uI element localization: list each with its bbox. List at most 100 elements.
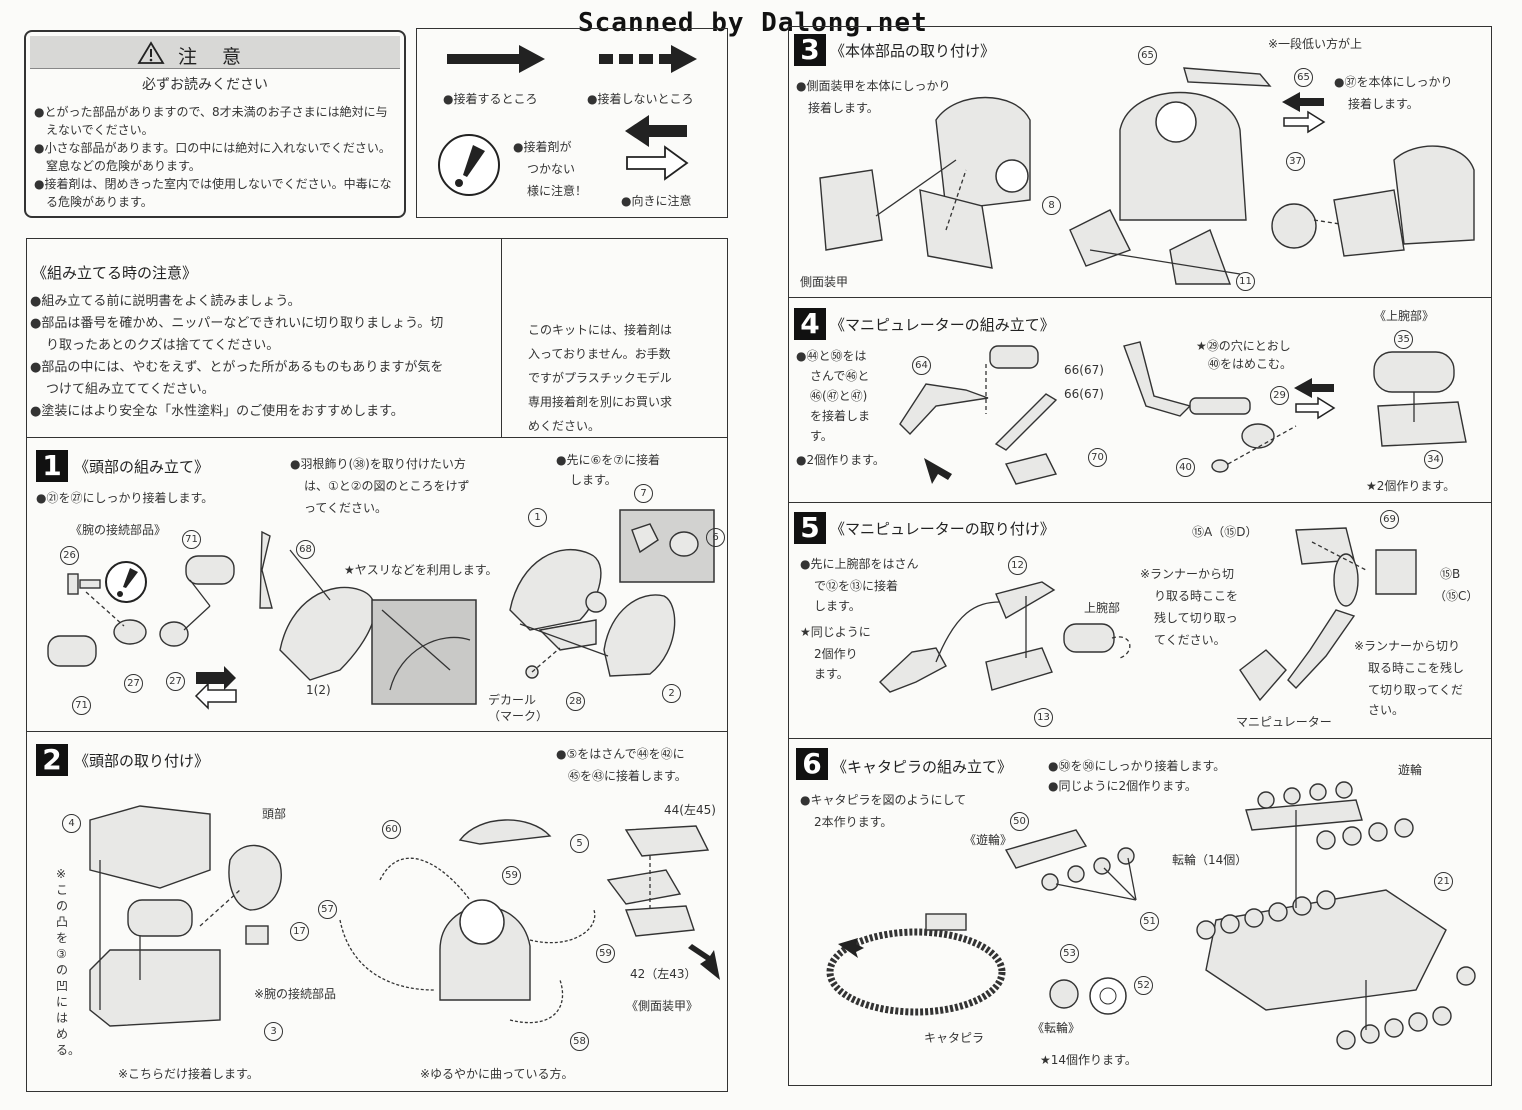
part-label: 37 [1286,152,1305,171]
step4-note: ●㊹と㊿をは [796,349,867,363]
step3-number: 3 [794,34,826,66]
step6-idler2: 遊輪 [1398,763,1423,777]
step1-arm-joint-drawing [47,555,237,710]
step6-hull-drawing [1196,781,1476,1050]
step1-note-b: ●羽根飾り(㊳)を取り付けたい方 [290,457,466,471]
step5-title: 《マニピュレーターの取り付け》 [830,520,1055,538]
step4-upper-arm: 《上腕部》 [1374,309,1435,323]
step4-arm-drawing [1123,341,1297,473]
step5-runner2: 取る時ここを残し [1368,661,1465,675]
legend-box: ●接着するところ ●接着しないところ ●接着剤が つかない 様に注意！ ●向きに… [416,28,728,218]
step4-twice2: ★2個作ります。 [1366,479,1456,493]
step2-vertical-note: ※この凸を③の凹にはめる。 [56,867,81,1057]
step6-idler: 《遊輪》 [964,833,1013,847]
part-label: 66(67) [1064,387,1104,401]
step5-runner1: 残して切り取っ [1154,611,1238,625]
step3-robot-drawing [1069,67,1272,285]
step5-manipulator: マニピュレーター [1236,715,1332,729]
step1-title: 《頭部の組み立て》 [74,458,210,476]
caution-title: 注 意 [178,46,245,68]
step4-note: ㊻(㊼と㊼) [810,389,868,403]
step6-roller: 転輪（14個） [1172,853,1248,867]
legend-careful: つかない [527,162,576,176]
step5-same: 2個作り [814,647,858,661]
step2-side-armor-drawing [606,825,720,980]
step5-label-15c: （⑮C） [1434,589,1479,603]
step2-curve-note: ※ゆるやかに曲っている方。 [420,1067,574,1081]
caution-glue-icon [438,134,500,196]
legend-no-glue: ●接着しないところ [587,92,694,106]
step3-lower-note: ※一段低い方が上 [1268,37,1363,51]
step3-note: ●側面装甲を本体にしっかり [796,79,951,93]
caution-line: る危険があります。 [46,195,153,209]
step3-note: 接着します。 [808,101,879,115]
part-label: 64 [912,356,931,375]
legend-glue: ●接着するところ [443,92,538,106]
step6-note3: ●キャタピラを図のようにして [800,793,967,807]
step1-arm-label: 《腕の接続部品》 [70,523,167,537]
caution-line: 窒息などの危険があります。 [46,159,201,173]
step4-note: を接着しま [810,409,871,423]
part-label: 71 [72,696,91,715]
step6-roller2: 《転輪》 [1032,1021,1081,1035]
warning-icon [137,41,165,64]
step5-number: 5 [794,512,826,544]
step3-body-drawing [819,96,1031,269]
assembly-note: つけて組み立ててください。 [46,382,215,397]
part-label: 65 [1294,68,1313,87]
step2-note: ●⑤をはさんで㊹を㊷に [556,747,685,761]
part-label: 40 [1176,458,1195,477]
step5-note: ●先に上腕部をはさん [800,557,919,571]
legend-careful: 様に注意！ [527,184,588,198]
step6-note1: ●㊿を㊿にしっかり接着します。 [1048,759,1226,773]
step5-runner1: り取る時ここを [1154,589,1239,603]
part-label: 6 [706,528,725,547]
caution-line: えないでください。 [46,123,154,137]
part-label: 3 [264,1022,283,1041]
step3-note37: ●㊲を本体にしっかり [1334,75,1453,89]
part-label: 65 [1138,46,1157,65]
direction-arrows-icon [1282,92,1326,134]
step5-label-15a: ⑮A（⑮D） [1192,525,1258,539]
glue-note-line: このキットには、接着剤は [528,323,673,337]
step3-note37: 接着します。 [1348,97,1419,111]
step1-note-c: ●先に⑥を⑦に接着 [556,453,660,467]
part-label: 29 [1270,386,1289,405]
step2-label-42: 42（左43） [630,967,697,981]
part-label: 70 [1088,448,1107,467]
assembly-note: ●部品の中には、やむをえず、とがった所があるものもありますが気を [30,360,444,375]
caution-line: ●とがった部品がありますので、8才未満のお子さまには絶対に与 [34,105,388,119]
part-label: 59 [502,866,521,885]
left-page-frame [26,238,728,1092]
step6-note2: ●同じように2個作ります。 [1048,779,1197,793]
step5-runner2: て切り取ってくだ [1368,683,1464,697]
part-label: 28 [566,692,585,711]
part-label: 66(67) [1064,363,1104,377]
step1-note-a: ●㉑を㉗にしっかり接着します。 [36,491,214,505]
step6-wheel-drawing [1049,977,1127,1015]
glue-arrow-icon [447,45,545,73]
step1-head-drawing [259,530,477,705]
step2-side-armor: 《側面装甲》 [626,999,699,1013]
part-label: 21 [1434,872,1453,891]
step3-side-drawing [1271,145,1475,257]
part-label: 1(2) [306,683,331,697]
step5-manipulator-drawing [878,581,1131,693]
step1-decal-sub: （マーク） [488,709,549,723]
step2-head-label: 頭部 [262,807,287,821]
step5-upper-arm: 上腕部 [1084,601,1121,615]
step2-title: 《頭部の取り付け》 [74,752,210,770]
assembly-note: り取ったあとのクズは捨ててください。 [46,338,280,353]
step6-idler-drawing [1004,829,1137,901]
watermark: Scanned by Dalong.net [578,8,928,38]
assembly-note: ●部品は番号を確かめ、ニッパーなどできれいに切り取りましょう。切 [30,316,444,331]
legend-careful: ●接着剤が [513,140,572,154]
part-label: 26 [60,546,79,565]
step5-runner2: ※ランナーから切り [1354,639,1461,653]
step4-upper-arm-drawing [1373,351,1467,447]
step5-note: します。 [814,599,861,613]
step4-twice: ●2個作ります。 [796,453,885,467]
caution-line: ●接着剤は、閉めきった室内では使用しないでください。中毒にな [34,177,392,191]
right-page-frame [788,26,1492,1086]
step6-title: 《キャタピラの組み立て》 [832,758,1013,776]
